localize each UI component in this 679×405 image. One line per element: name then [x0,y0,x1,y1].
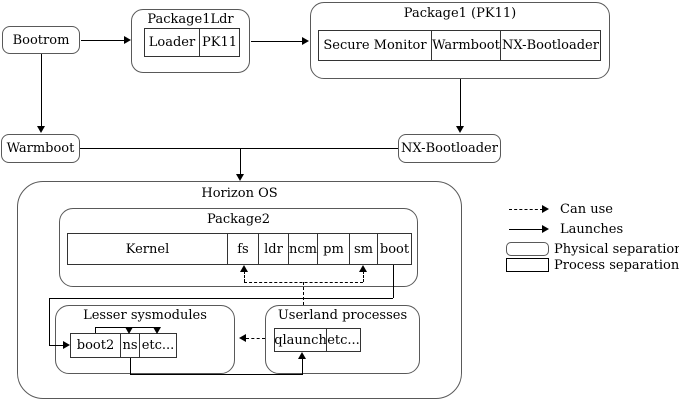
package1ldr-title: Package1Ldr [147,12,234,27]
arrowhead-right-icon [124,36,131,44]
cell-ns: ns [121,334,140,357]
cell-userland-etc: etc... [327,332,360,348]
cell-boot2: boot2 [71,334,121,357]
edge-boot2-up [95,327,96,333]
arrowhead-down-icon [153,327,161,334]
arrowhead-down-icon [456,126,464,133]
edge-boot-to-boot2-v1 [393,265,394,298]
arrowhead-right-icon [302,37,309,45]
edge-bootrom-to-package1ldr [81,40,124,41]
edge-boot-to-boot2-v2 [49,298,50,345]
edge-userland-to-lesser [246,338,265,339]
package2-cells: Kernel fs ldr ncm pm sm boot [67,233,412,265]
edge-userland-canuse-v [303,282,304,305]
lesser-sysmodules-cells: boot2 ns etc... [70,333,177,358]
edge-to-horizon-os [240,149,241,174]
legend-launches-line [509,229,543,230]
cell-nx-bootloader: NX-Bootloader [502,38,599,53]
edge-ns-to-qlaunch-v1 [130,358,131,375]
arrowhead-left-icon [239,334,246,342]
package1ldr-cells: Loader PK11 [144,28,240,57]
cell-fs: fs [228,234,259,264]
lesser-sysmodules-title: Lesser sysmodules [83,308,207,323]
cell-sm: sm [350,234,378,264]
legend-launches-label: Launches [560,222,624,237]
legend-physical-swatch [506,242,549,256]
cell-kernel: Kernel [68,234,228,264]
arrowhead-right-icon [542,205,549,213]
edge-canuse-to-sm [363,271,364,282]
warmboot-box: Warmboot [1,134,80,163]
arrowhead-up-icon [298,352,306,359]
warmboot-label: Warmboot [6,141,75,156]
edge-boot-to-boot2-h2 [49,345,63,346]
edge-userland-canuse-h [244,282,363,283]
arrowhead-down-icon [236,174,244,181]
edge-ns-to-qlaunch-v2 [302,359,303,375]
horizon-os-title: Horizon OS [201,186,278,201]
edge-boot-to-boot2-h1 [49,298,393,299]
cell-warmboot: Warmboot [432,31,501,60]
edge-warmboot-to-nx-bootloader [80,148,398,149]
cell-lesser-etc: etc... [141,338,175,353]
bootrom-box: Bootrom [2,26,80,54]
legend-physical-label: Physical separation [554,242,679,257]
cell-qlaunch: qlaunch [275,329,327,351]
arrowhead-right-icon [63,341,70,349]
edge-ns-to-qlaunch-h [130,374,302,375]
package1-title: Package1 (PK11) [403,6,517,21]
edge-canuse-to-fs [244,271,245,282]
edge-package1ldr-to-package1 [251,41,302,42]
edge-package1-to-nx-bootloader [460,79,461,126]
cell-pk11: PK11 [201,35,237,50]
userland-processes-cells: qlaunch etc... [274,328,361,352]
package2-title: Package2 [206,212,271,227]
package1-cells: Secure Monitor Warmboot NX-Bootloader [318,30,601,61]
cell-boot: boot [379,241,410,257]
cell-loader: Loader [145,29,200,56]
legend-canuse-label: Can use [560,202,613,217]
arrowhead-down-icon [37,126,45,133]
arrowhead-right-icon [542,225,549,233]
legend-process-label: Process separation [554,258,679,273]
userland-processes-title: Userland processes [277,308,408,323]
cell-ldr: ldr [259,234,289,264]
bootrom-label: Bootrom [12,32,70,48]
edge-bootrom-to-warmboot [41,54,42,126]
cell-ncm: ncm [289,234,318,264]
arrowhead-up-icon [359,265,367,272]
nx-bootloader-box: NX-Bootloader [398,134,501,163]
arrowhead-up-icon [240,265,248,272]
legend-canuse-line [509,209,543,210]
arrowhead-down-icon [125,327,133,334]
cell-secure-monitor: Secure Monitor [319,31,432,60]
legend-process-swatch [506,258,549,272]
cell-pm: pm [318,234,350,264]
nx-bootloader-label: NX-Bootloader [401,141,498,156]
